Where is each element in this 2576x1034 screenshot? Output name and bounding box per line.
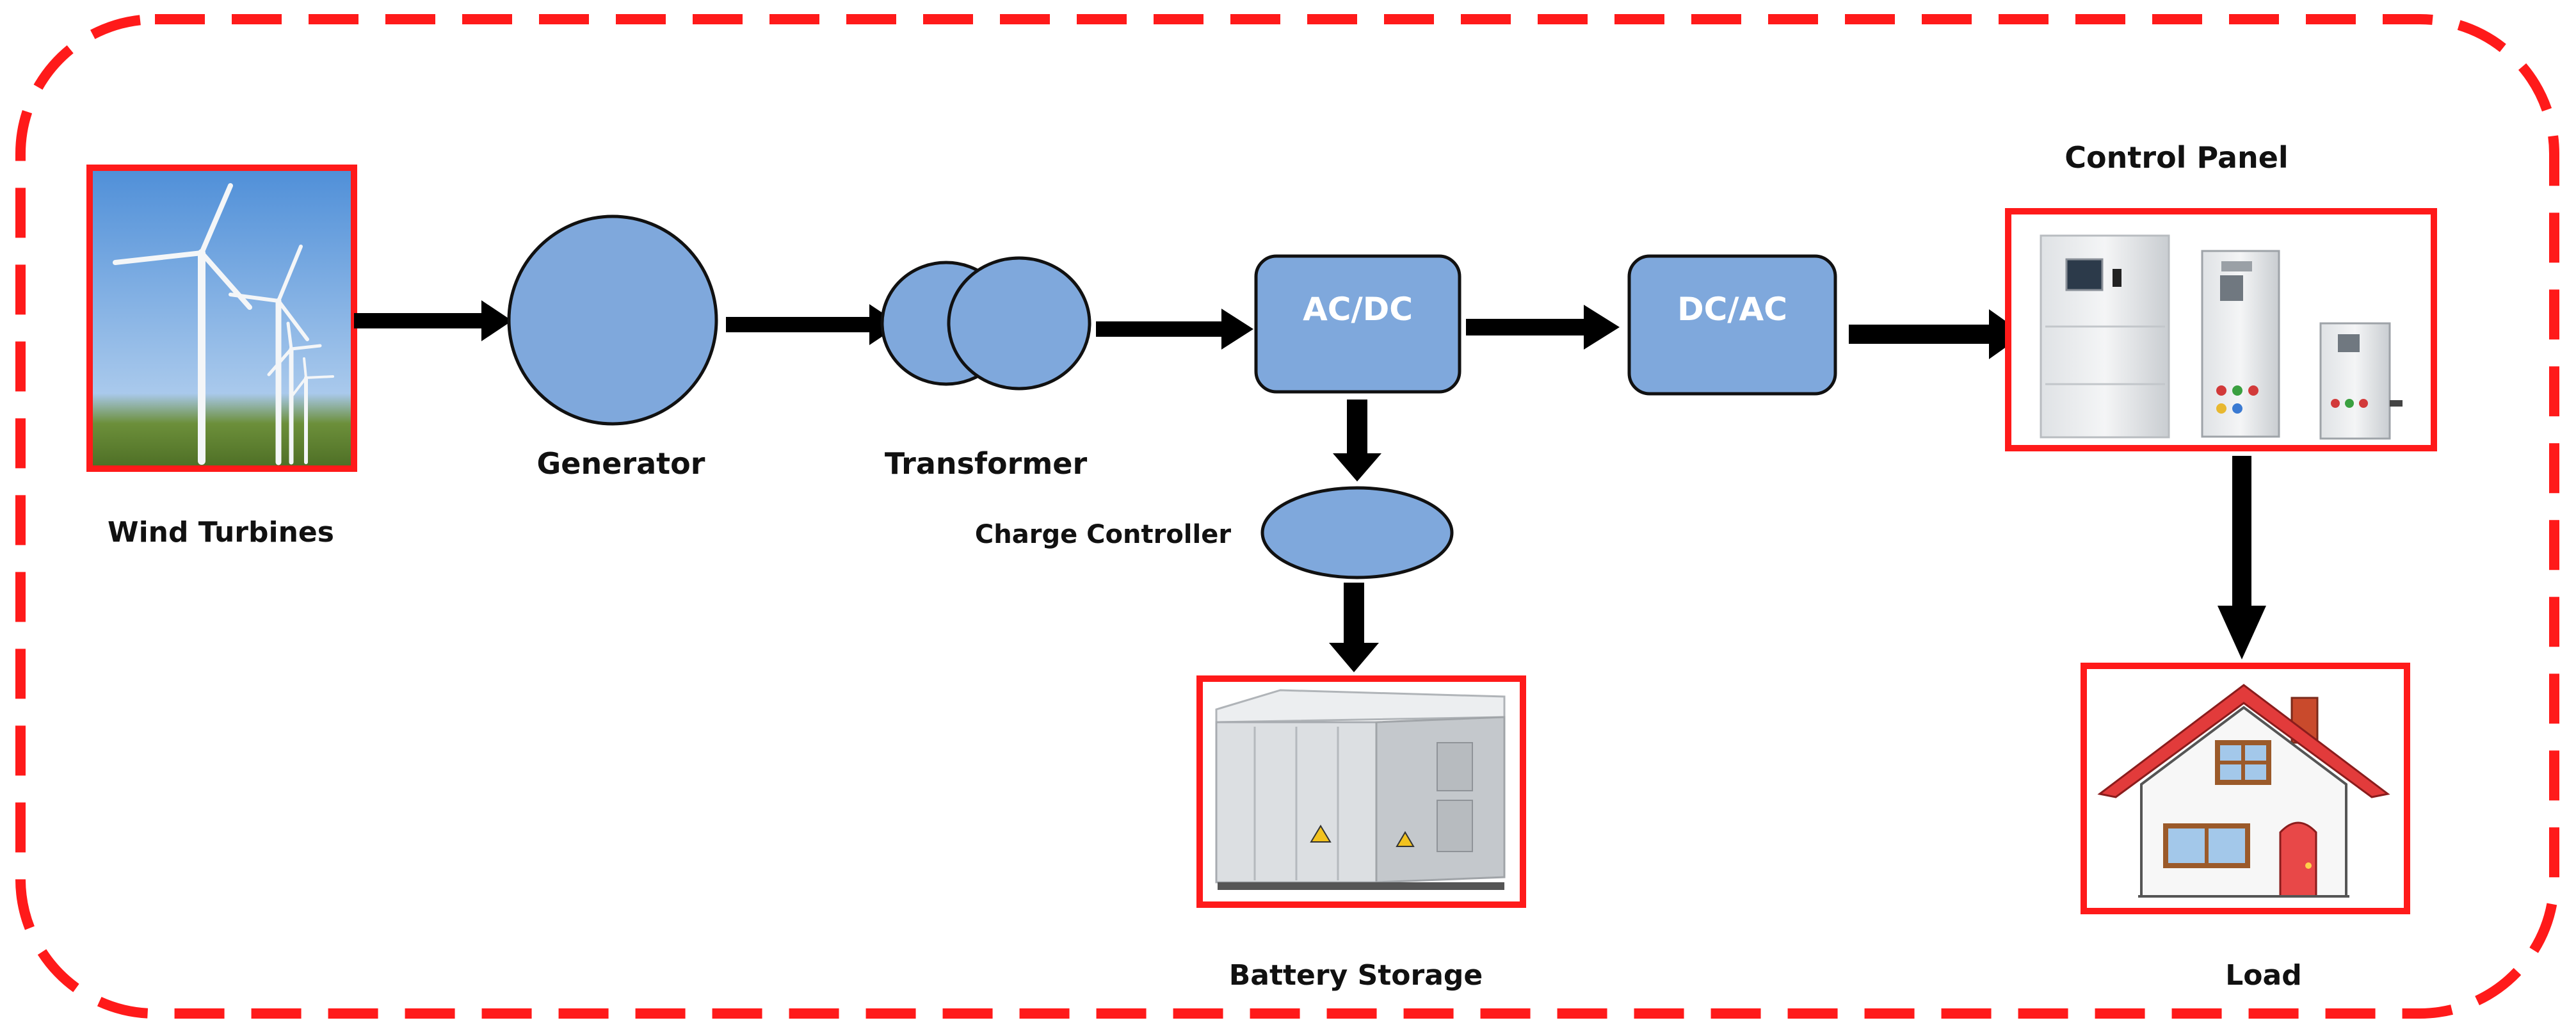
generator-node	[507, 214, 718, 426]
control-cabinets-photo	[2005, 208, 2437, 451]
arrow-dcac-to-control-panel	[1849, 309, 2024, 359]
wind-turbines-label: Wind Turbines	[108, 516, 334, 549]
arrow-generator-to-transformer	[726, 304, 900, 345]
wind-turbines-photo	[86, 165, 357, 472]
house-icon	[2081, 663, 2410, 914]
arrow-transformer-to-acdc	[1096, 309, 1253, 350]
control-panel-label: Control Panel	[2065, 140, 2288, 175]
dc-ac-inverter	[1627, 254, 1837, 396]
arrow-acdc-to-dcac	[1466, 305, 1620, 350]
arrow-acdc-to-charge-controller	[1333, 400, 1381, 481]
arrow-control-panel-to-load	[2218, 456, 2266, 659]
system-boundary	[15, 14, 2559, 1019]
load-label: Load	[2225, 959, 2301, 992]
charge-controller-node	[1260, 486, 1454, 579]
ac-dc-converter	[1254, 254, 1461, 394]
battery-container-photo	[1196, 675, 1526, 908]
ac-dc-label: AC/DC	[1303, 291, 1413, 328]
generator-label: Generator	[537, 446, 705, 481]
arrow-charge-controller-to-battery	[1329, 583, 1379, 672]
battery-storage-label: Battery Storage	[1229, 959, 1483, 992]
charge-controller-label: Charge Controller	[975, 520, 1231, 549]
transformer-label: Transformer	[885, 446, 1088, 481]
dc-ac-label: DC/AC	[1677, 291, 1787, 328]
transformer-node	[880, 256, 1091, 391]
arrow-turbines-to-generator	[354, 300, 512, 341]
